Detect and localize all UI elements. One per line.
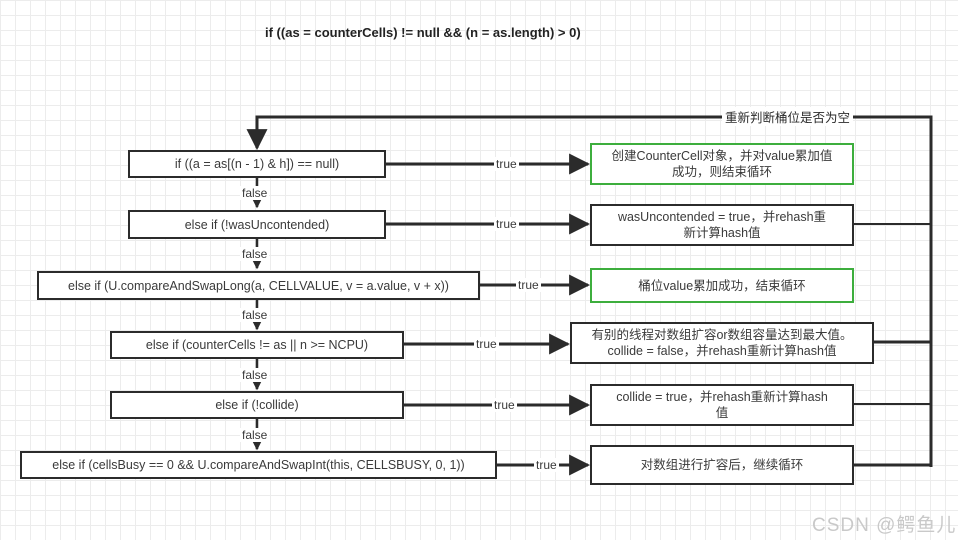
loop-back-label: 重新判断桶位是否为空 [722,107,854,126]
result-box-2-line2: 新计算hash值 [683,226,761,240]
page-title: if ((as = counterCells) != null && (n = … [265,25,581,40]
condition-box-1[interactable]: if ((a = as[(n - 1) & h]) == null) [128,150,386,178]
edge-label-false-3: false [240,308,270,322]
edge-label-true-4: true [474,337,499,351]
result-box-2[interactable]: wasUncontended = true，并rehash重 新计算hash值 [590,204,854,246]
result-box-1-line2: 成功，则结束循环 [671,165,772,179]
condition-box-4[interactable]: else if (counterCells != as || n >= NCPU… [110,331,404,359]
result-box-1[interactable]: 创建CounterCell对象，并对value累加值 成功，则结束循环 [590,143,854,185]
edge-label-true-5: true [492,398,517,412]
result-box-6-line1: 对数组进行扩容后，继续循环 [640,458,804,472]
edge-label-true-1: true [494,157,519,171]
result-box-1-line1: 创建CounterCell对象，并对value累加值 [611,149,833,163]
result-box-3-line1: 桶位value累加成功，结束循环 [638,278,806,293]
edge-label-false-4: false [240,368,270,382]
edge-label-true-6: true [534,458,559,472]
result-box-5-line1: collide = true，并rehash重新计算hash [616,390,828,404]
edge-label-true-2: true [494,217,519,231]
result-box-3[interactable]: 桶位value累加成功，结束循环 [590,268,854,303]
condition-box-6[interactable]: else if (cellsBusy == 0 && U.compareAndS… [20,451,497,479]
edge-label-false-2: false [240,247,270,261]
result-box-5-line2: 值 [715,406,729,420]
result-box-4-line2: collide = false，并rehash重新计算hash值 [607,344,837,358]
result-box-4-line1: 有别的线程对数组扩容or数组容量达到最大值。 [591,328,853,342]
condition-box-2[interactable]: else if (!wasUncontended) [128,210,386,239]
condition-box-3[interactable]: else if (U.compareAndSwapLong(a, CELLVAL… [37,271,480,300]
loop-back-connector [246,115,933,467]
watermark: CSDN @鳄鱼儿 [812,515,957,536]
result-box-6[interactable]: 对数组进行扩容后，继续循环 [590,445,854,485]
result-box-5[interactable]: collide = true，并rehash重新计算hash 值 [590,384,854,426]
result-box-2-line1: wasUncontended = true，并rehash重 [617,210,827,224]
edge-label-false-1: false [240,186,270,200]
condition-box-5[interactable]: else if (!collide) [110,391,404,419]
edge-label-true-3: true [516,278,541,292]
edge-label-false-5: false [240,428,270,442]
result-box-4[interactable]: 有别的线程对数组扩容or数组容量达到最大值。 collide = false，并… [570,322,874,364]
